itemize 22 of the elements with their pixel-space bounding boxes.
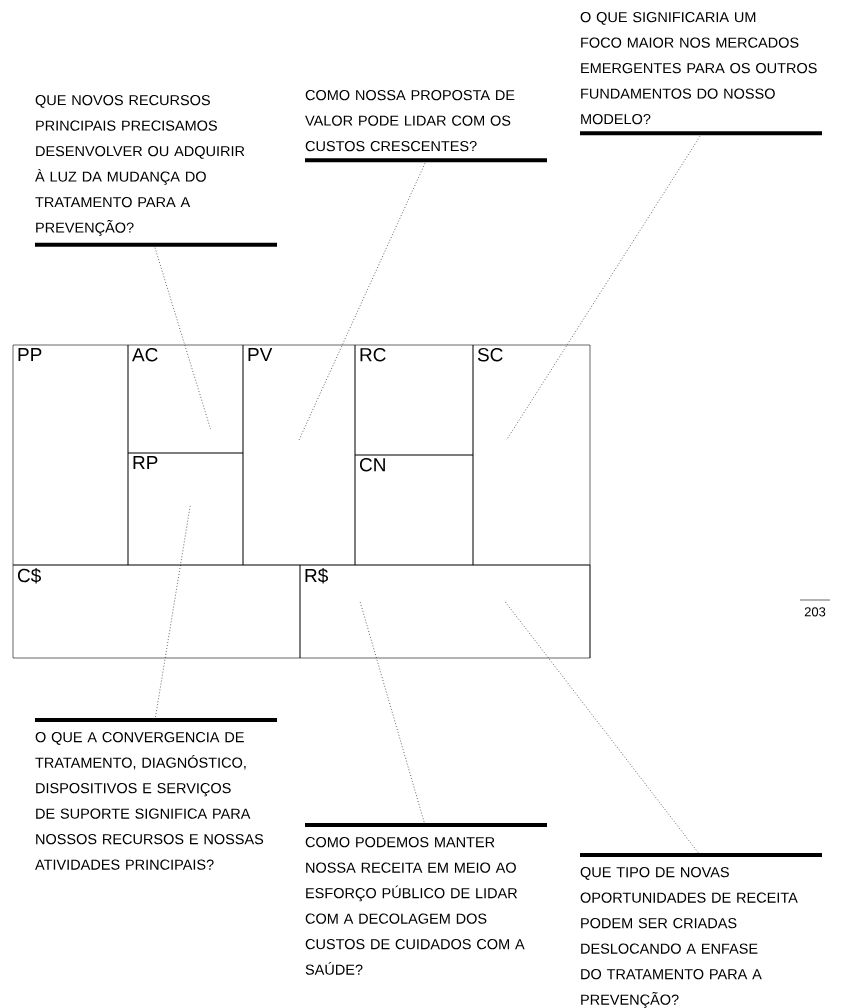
canvas-block: PV xyxy=(242,344,356,566)
canvas-block: SC xyxy=(472,344,591,566)
callout-text: COMO PODEMOS MANTER NOSSA RECEITA EM MEIO AO ESFORÇO PÚBLICO DE LIDAR COM A DECOLAGEM DOS CUSTOS DE CUIDADOS COM A SAÚDE? xyxy=(305,837,525,975)
callout-text: COMO NOSSA PROPOSTA DE VALOR PODE LIDAR COM OS CUSTOS CRESCENTES? xyxy=(305,90,515,152)
callout-text: O QUE A CONVERGENCIA DE TRATAMENTO, DIAGNÓSTICO, DISPOSITIVOS E SERVIÇOS DE SUPORTE SIGNIFICA PARA NOSSOS RECURSOS E NOSSAS ATIVIDADES PRINCIPAIS? xyxy=(35,732,264,870)
leader-line xyxy=(154,247,211,430)
leader-line xyxy=(506,135,701,441)
canvas-block: C$ xyxy=(12,564,301,659)
canvas-block: CN xyxy=(354,454,474,566)
canvas-block: RP xyxy=(127,452,244,566)
leader-line xyxy=(154,503,191,721)
canvas-block: PP xyxy=(12,344,129,566)
canvas-block: AC xyxy=(127,344,244,454)
leader-line xyxy=(359,601,426,826)
leader-line xyxy=(504,601,701,856)
canvas-block: RC xyxy=(354,344,474,456)
callout-text: O QUE SIGNIFICARIA UM FOCO MAIOR NOS MERCADOS EMERGENTES PARA OS OUTROS FUNDAMENTOS DO NOSSO MODELO? xyxy=(580,12,817,125)
callout-text: QUE NOVOS RECURSOS PRINCIPAIS PRECISAMOS DESENVOLVER OU ADQUIRIR À LUZ DA MUDANÇA DO TRATAMENTO PARA A PREVENÇÃO? xyxy=(35,95,245,236)
callout-text: QUE TIPO DE NOVAS OPORTUNIDADES DE RECEITA PODEM SER CRIADAS DESLOCANDO A ENFASE DO TRATAMENTO PARA A PREVENÇÃO? xyxy=(580,867,798,1008)
canvas-block: R$ xyxy=(299,564,591,659)
leader-line xyxy=(298,162,426,441)
page-number: 203 xyxy=(799,599,831,617)
